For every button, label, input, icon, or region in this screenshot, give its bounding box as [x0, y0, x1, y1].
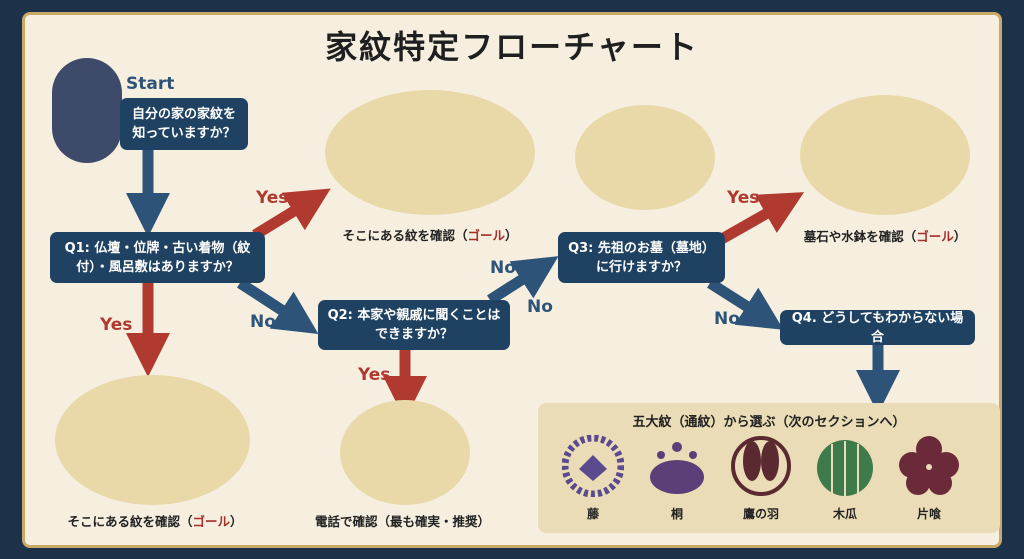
altar-kimono-illustration-bottom [55, 375, 250, 505]
no-label-q2-a: No [490, 258, 516, 278]
woman-illustration [52, 58, 122, 163]
no-label-q3: No [714, 309, 740, 329]
katabami-crest-icon [899, 436, 959, 495]
takanoha-crest-icon [731, 436, 791, 496]
no-label-q2-b: No [527, 297, 553, 317]
five-crests-panel: 五大紋（通紋）から選ぶ（次のセクションへ） 藤 桐 鷹の羽 木瓜 片喰 [538, 403, 1000, 533]
fuji-crest-icon [561, 434, 625, 498]
family-call-illustration [340, 400, 470, 505]
goal-caption-phone: 電話で確認（最も確実・推奨） [314, 514, 490, 529]
goal-caption-grave: 墓石や水鉢を確認（ゴール） [803, 229, 967, 244]
goal-caption-altar-bottom: そこにある紋を確認（ゴール） [67, 514, 243, 529]
altar-kimono-illustration-top [325, 90, 535, 215]
no-label-q1: No [250, 312, 276, 332]
yes-label-q3: Yes [727, 188, 760, 208]
q1-box: Q1: 仏壇・位牌・古い着物（紋付）・風呂敷はありますか？ [50, 232, 265, 283]
five-crests-heading: 五大紋（通紋）から選ぶ（次のセクションへ） [632, 415, 906, 430]
yes-label-q2: Yes [358, 365, 391, 385]
page-title: 家紋特定フローチャート [325, 28, 699, 66]
q4-box: Q4. どうしてもわからない場合 [780, 310, 975, 345]
q3-box: Q3: 先祖のお墓（墓地）に行けますか？ [558, 232, 725, 283]
arrow-q3-yes [717, 192, 805, 245]
grave-illustration [800, 95, 970, 215]
crest-katabami: 片喰 [894, 435, 964, 522]
crest-fuji: 藤 [558, 434, 628, 522]
crest-takanoha: 鷹の羽 [726, 435, 796, 522]
q2-box: Q2: 本家や親戚に聞くことはできますか？ [318, 300, 510, 350]
crest-mokko: 木瓜 [810, 435, 880, 522]
arrow-q1-yes-right [252, 188, 331, 240]
start-question-box: 自分の家の家紋を知っていますか？ [120, 98, 248, 150]
crest-kiri: 桐 [642, 435, 712, 522]
arrow-q3-no [707, 278, 784, 330]
arrow-q1-no [237, 278, 319, 334]
kiri-crest-icon [650, 442, 704, 494]
start-label: Start [126, 74, 175, 94]
yes-label-q1-down: Yes [100, 315, 133, 335]
goal-caption-altar-top: そこにある紋を確認（ゴール） [342, 228, 518, 243]
yes-label-q1-right: Yes [256, 188, 289, 208]
mokko-crest-icon [817, 440, 873, 496]
phone-woman-illustration [575, 105, 715, 210]
arrow-q2-no [487, 256, 559, 305]
